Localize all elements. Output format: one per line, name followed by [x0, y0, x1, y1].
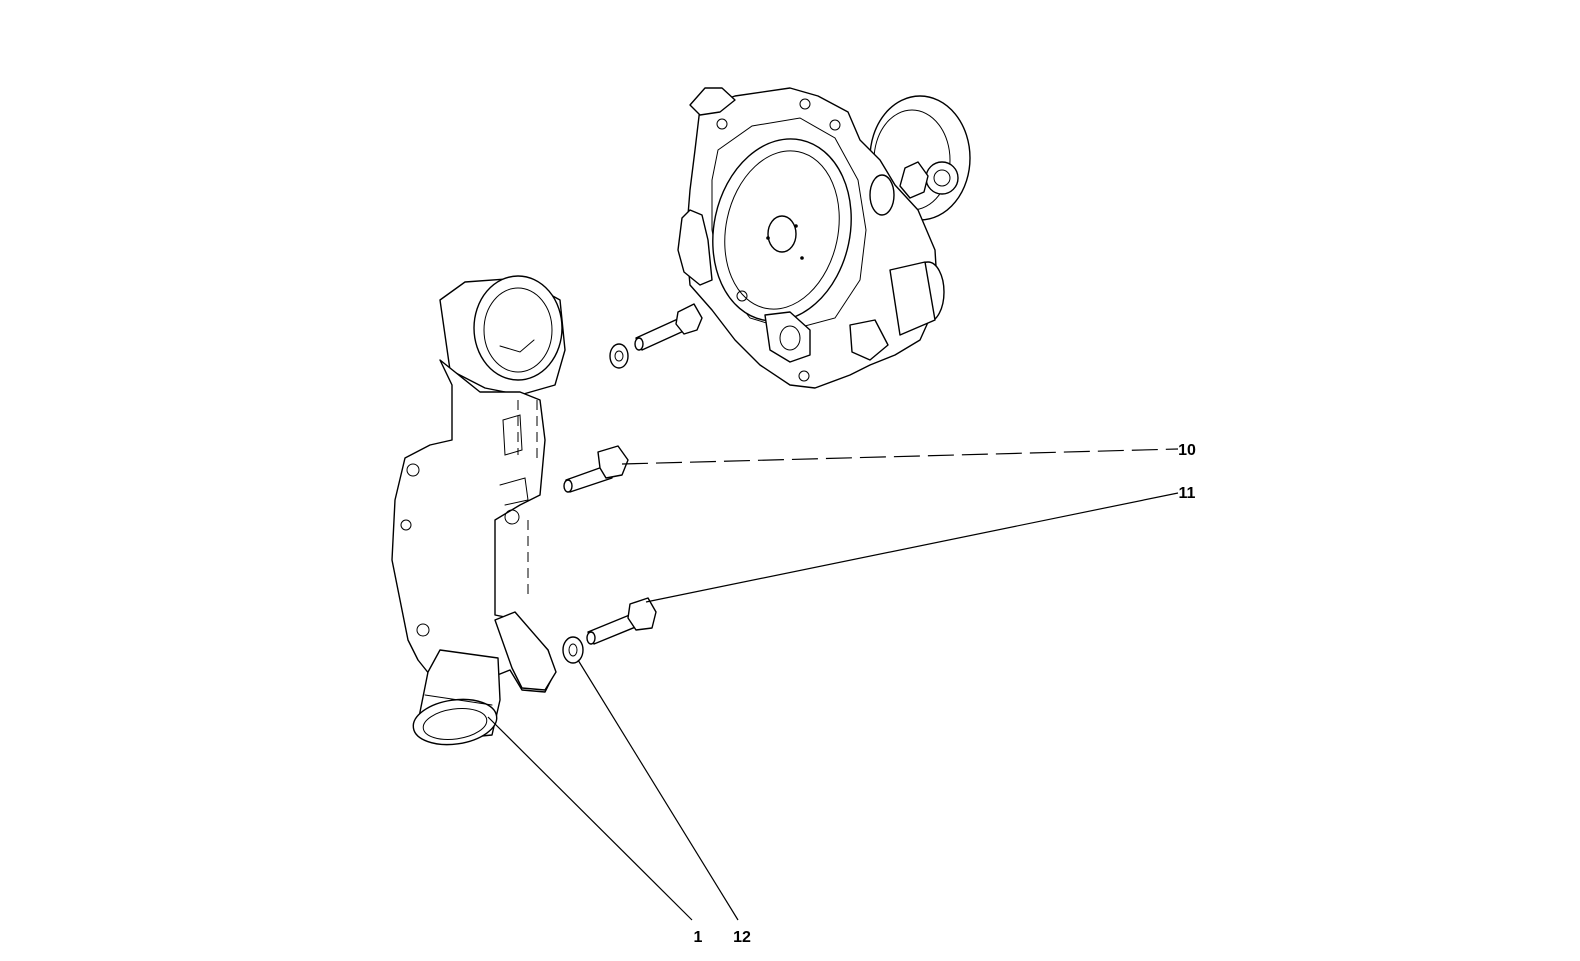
leader-10 [621, 448, 1179, 465]
pump-plug [925, 161, 959, 195]
upper-bolt[interactable] [634, 303, 703, 351]
outlet-bolt-hole [406, 463, 420, 477]
water-pump[interactable] [677, 87, 971, 389]
leader-12 [577, 659, 739, 921]
washer-12[interactable] [562, 636, 584, 664]
pump-hub [767, 215, 797, 253]
callout-11: 11 [1179, 485, 1196, 502]
callout-12: 12 [733, 929, 751, 946]
callout-10: 10 [1178, 442, 1196, 459]
outlet-upper-port [473, 275, 563, 381]
bolt-11[interactable] [586, 597, 657, 645]
water-outlet-housing[interactable] [391, 275, 566, 750]
callout-1: 1 [694, 929, 703, 946]
leader-1 [487, 716, 693, 921]
outlet-housing-body [391, 359, 556, 693]
leader-11 [645, 492, 1179, 603]
upper-washer[interactable] [609, 343, 629, 369]
bolt-10[interactable] [563, 445, 629, 493]
